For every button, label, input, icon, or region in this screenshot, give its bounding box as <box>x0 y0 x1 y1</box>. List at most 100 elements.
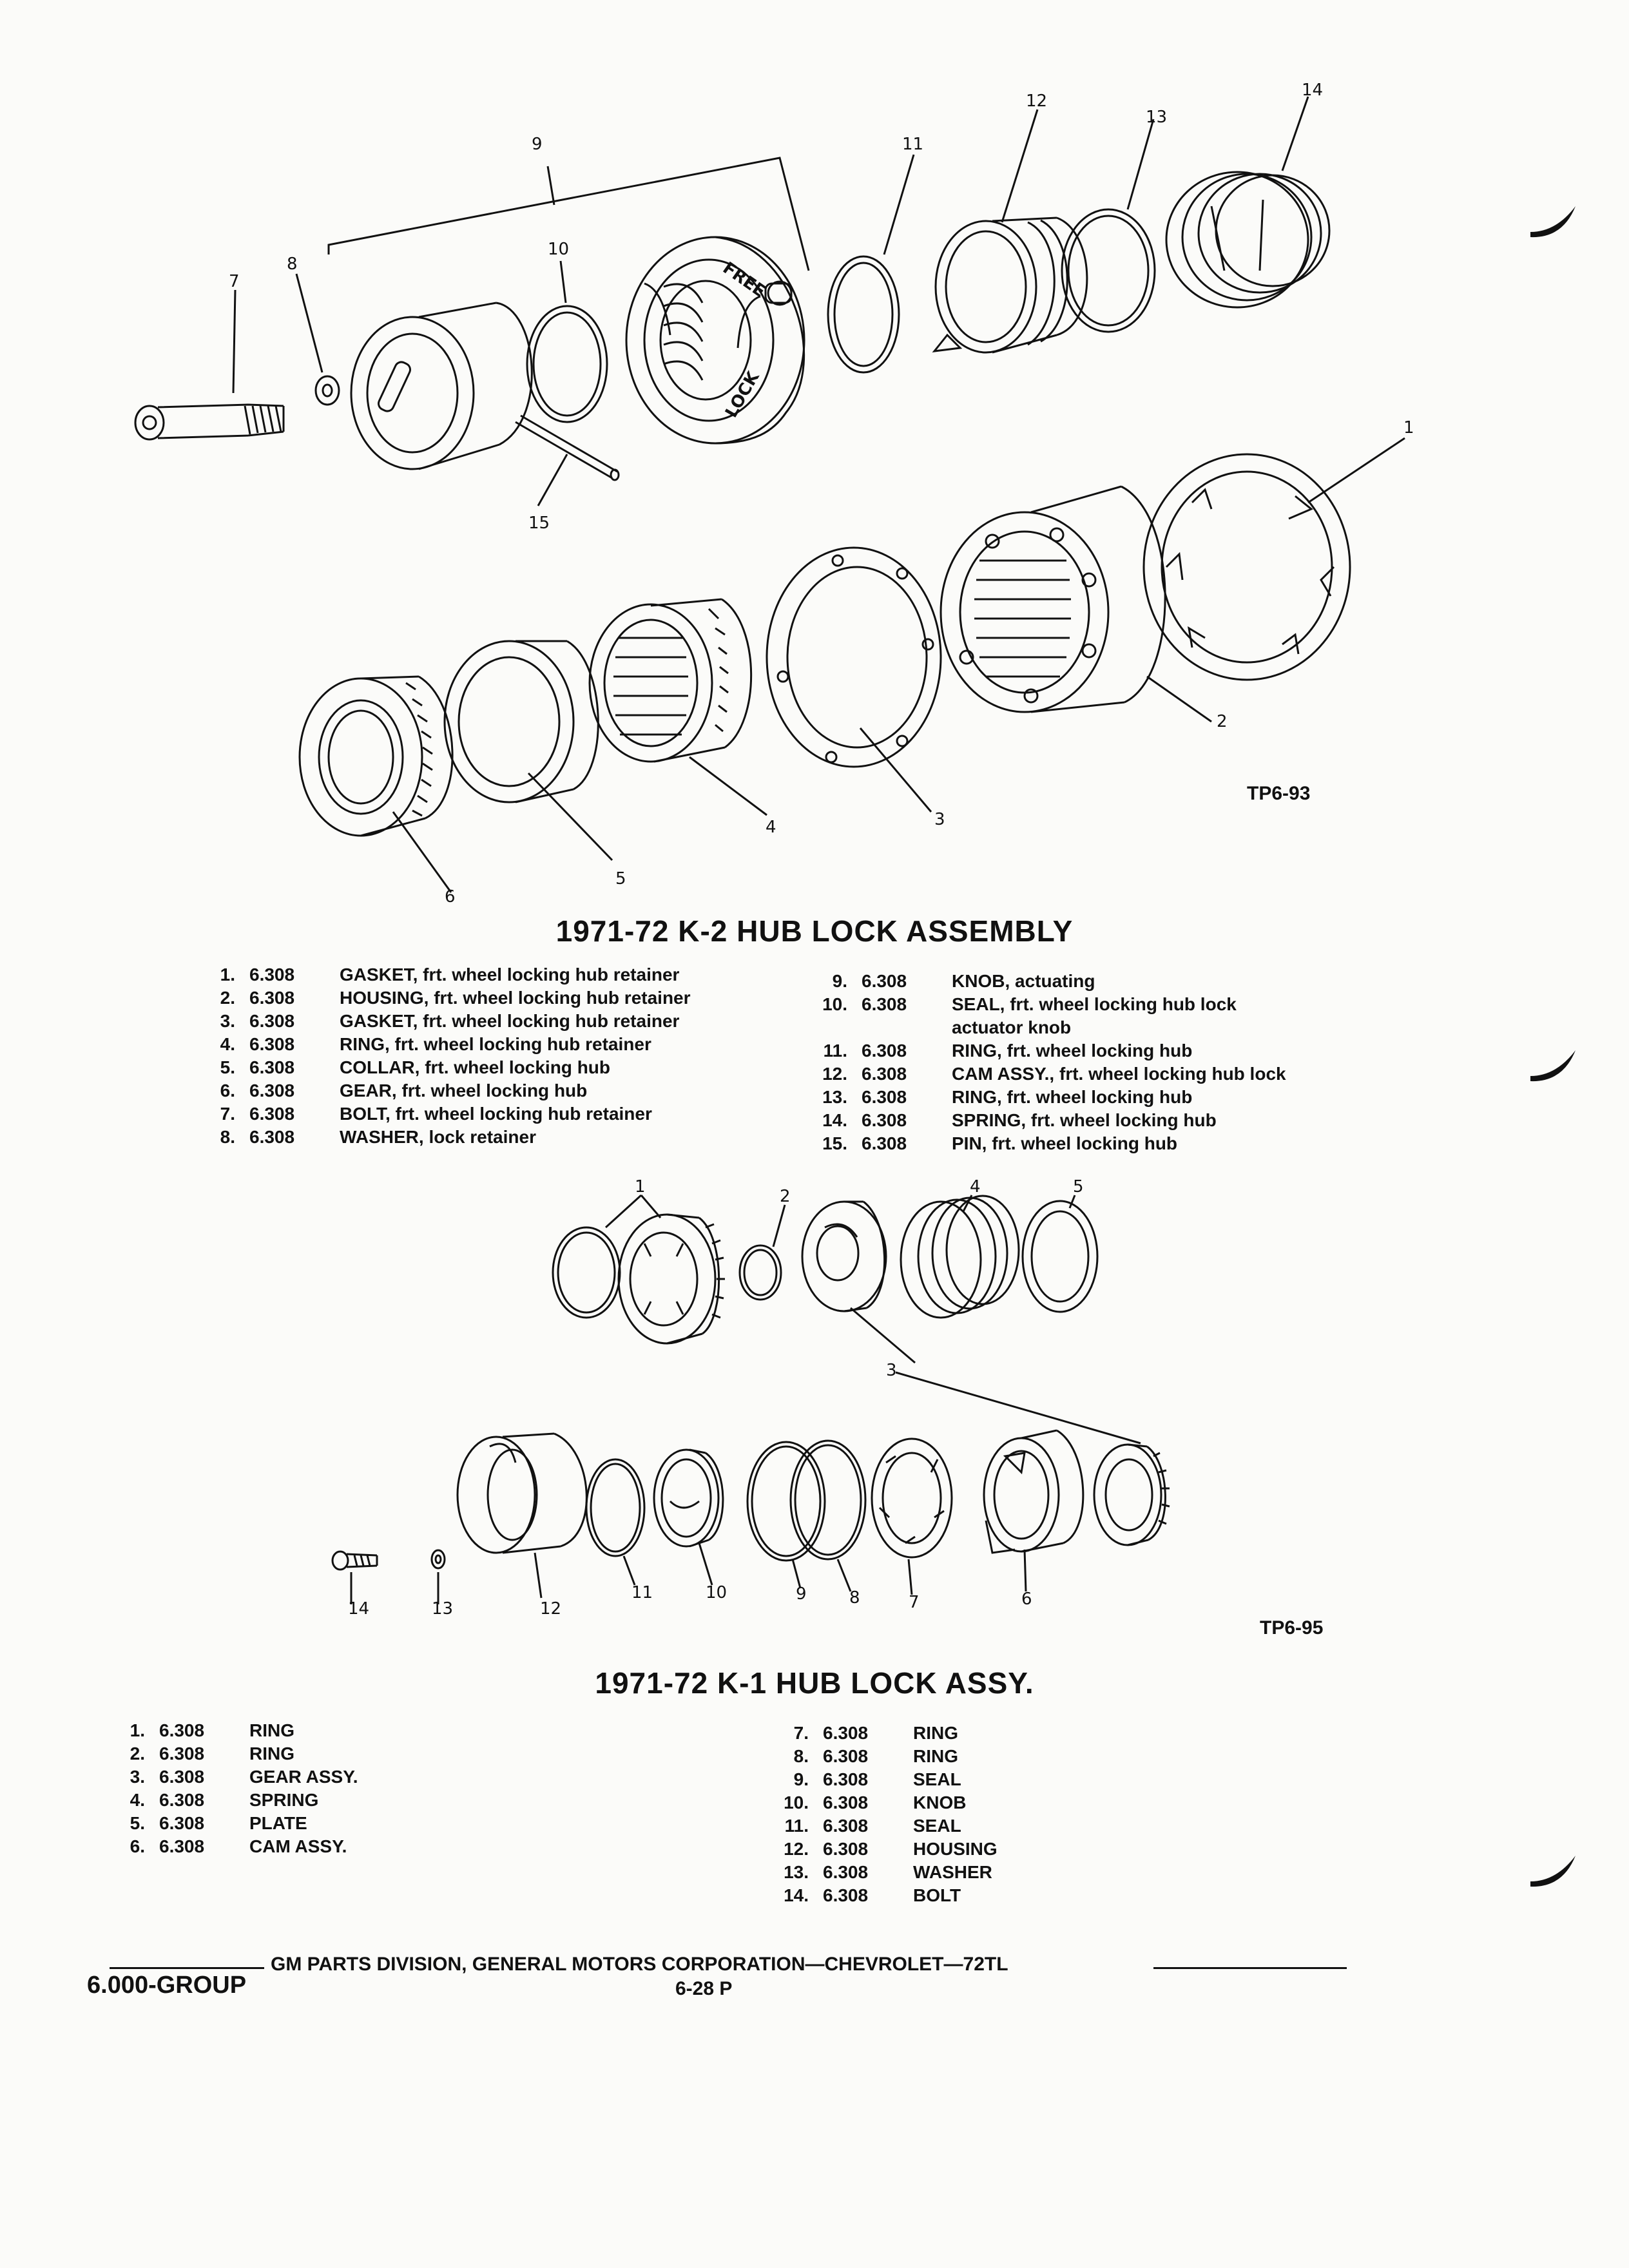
part-description: RING, frt. wheel locking hub <box>952 1087 1193 1107</box>
k2-part-5-collar <box>445 641 612 860</box>
part-group-code: 6.308 <box>249 988 295 1008</box>
k1-part-12-housing <box>458 1434 586 1598</box>
part-description: SPRING, frt. wheel locking hub <box>952 1110 1217 1130</box>
part-group-code: 6.308 <box>862 1041 907 1061</box>
part-group-code: 6.308 <box>823 1792 869 1812</box>
k1-part-11-seal <box>586 1459 644 1585</box>
part-description: KNOB, actuating <box>952 971 1095 991</box>
part-description: HOUSING <box>913 1839 998 1859</box>
part-number: 3. <box>130 1767 145 1787</box>
k2-part-12-cam-assy <box>934 110 1087 352</box>
k1-title: 1971-72 K-1 HUB LOCK ASSY. <box>595 1666 1034 1700</box>
k1-callout-3: 3 <box>886 1361 897 1380</box>
part-number: 13. <box>784 1862 809 1882</box>
part-description: CAM ASSY. <box>249 1836 347 1856</box>
k2-figure-code: TP6-93 <box>1247 783 1311 804</box>
part-group-code: 6.308 <box>249 1011 295 1031</box>
part-description: SEAL, frt. wheel locking hub lock <box>952 994 1237 1014</box>
part-group-code: 6.308 <box>249 1104 295 1124</box>
part-number: 6. <box>130 1836 145 1856</box>
k2-callout-3: 3 <box>934 810 945 829</box>
footer-rule-right <box>1153 1967 1347 1969</box>
k2-cam-knob-housing <box>626 237 804 443</box>
part-group-code: 6.308 <box>862 994 907 1014</box>
k1-callout-8: 8 <box>849 1588 860 1608</box>
k2-callout-10: 10 <box>548 240 569 259</box>
part-group-code: 6.308 <box>862 1064 907 1084</box>
part-description: COLLAR, frt. wheel locking hub <box>340 1057 610 1077</box>
k2-part-7-bolt <box>135 290 284 439</box>
k1-part-8-ring <box>791 1441 865 1591</box>
k1-callout-12: 12 <box>540 1599 561 1619</box>
k2-part-10-seal <box>527 261 607 422</box>
binder-mark-2 <box>1530 1050 1576 1082</box>
k1-callout-13: 13 <box>432 1599 453 1619</box>
part-description: RING <box>913 1723 958 1743</box>
k2-part-14-spring <box>1166 97 1329 307</box>
binder-mark-1 <box>1530 206 1576 238</box>
k1-part-7-ring <box>872 1439 952 1595</box>
part-description: SEAL <box>913 1769 961 1789</box>
k2-callout-1: 1 <box>1403 418 1414 437</box>
footer-group: 6.000-GROUP <box>87 1972 247 1999</box>
part-number: 7. <box>220 1104 235 1124</box>
part-description: SEAL <box>913 1816 961 1836</box>
part-description: GASKET, frt. wheel locking hub retainer <box>340 1011 680 1031</box>
k2-part-1-gasket <box>1144 438 1405 680</box>
k1-part-4-spring <box>901 1195 1019 1318</box>
part-group-code: 6.308 <box>159 1744 205 1763</box>
k1-part-14-bolt <box>333 1552 377 1604</box>
part-group-code: 6.308 <box>249 965 295 985</box>
part-description: KNOB <box>913 1792 967 1812</box>
k2-knob-bracket <box>329 158 809 271</box>
part-description: PLATE <box>249 1813 307 1833</box>
k2-callout-15: 15 <box>528 514 550 533</box>
part-group-code: 6.308 <box>249 1127 295 1147</box>
footer-publisher: GM PARTS DIVISION, GENERAL MOTORS CORPOR… <box>271 1954 1008 1975</box>
part-description: actuator knob <box>952 1017 1072 1037</box>
k1-part-1-ring <box>553 1227 620 1318</box>
k2-part-13-ring <box>1062 119 1155 332</box>
k2-part-15-pin <box>516 416 619 506</box>
k2-callout-8: 8 <box>287 255 298 274</box>
k2-callout-13: 13 <box>1146 108 1167 127</box>
binder-mark-3 <box>1530 1856 1576 1887</box>
part-number: 8. <box>220 1127 235 1147</box>
k2-part-6-gear <box>300 677 452 892</box>
part-number: 12. <box>822 1064 847 1084</box>
part-number: 14. <box>784 1885 809 1905</box>
part-group-code: 6.308 <box>862 1133 907 1153</box>
part-description: WASHER <box>913 1862 992 1882</box>
parts-list-row: 10. 6.308 KNOB <box>770 1791 998 1814</box>
part-number: 4. <box>220 1034 235 1054</box>
k2-title: 1971-72 K-2 HUB LOCK ASSEMBLY <box>555 914 1074 948</box>
k1-callout-2: 2 <box>780 1187 791 1206</box>
part-number: 2. <box>130 1744 145 1763</box>
k1-callout-10: 10 <box>706 1583 727 1602</box>
part-number: 10. <box>784 1792 809 1812</box>
footer-rule-left <box>110 1967 264 1969</box>
k1-callout-4: 4 <box>970 1177 981 1196</box>
part-group-code: 6.308 <box>823 1862 869 1882</box>
k2-callout-5: 5 <box>615 869 626 889</box>
k2-callout-6: 6 <box>445 887 456 907</box>
